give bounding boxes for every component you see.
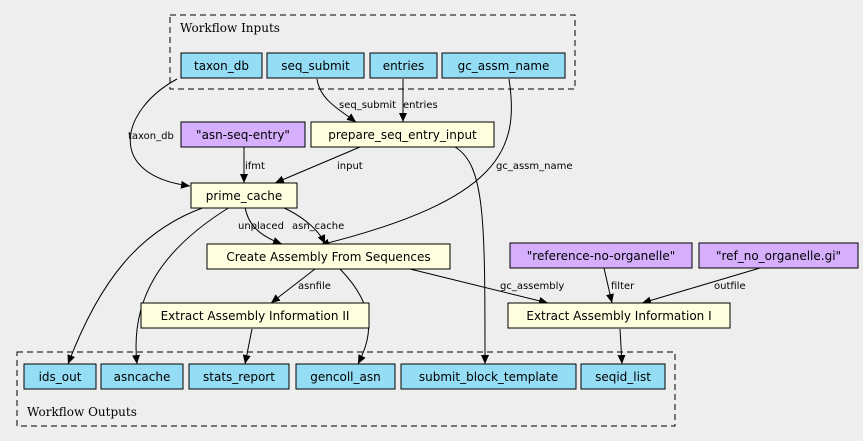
edge-asn-cache xyxy=(281,206,326,245)
edge-asnfile xyxy=(270,268,316,304)
constant-node-asn-seq-entry[interactable]: "asn-seq-entry" xyxy=(180,121,306,148)
step-node-prime-cache[interactable]: prime_cache xyxy=(190,182,298,209)
edge-label-taxon-db: taxon_db xyxy=(128,131,174,142)
edge-input xyxy=(274,146,361,184)
svg-text:asncache: asncache xyxy=(114,370,171,384)
input-nodes: taxon_db seq_submit entries gc_assm_name xyxy=(180,52,566,79)
edge-extract-i-to-seqid xyxy=(617,328,626,365)
output-node-gencoll-asn[interactable]: gencoll_asn xyxy=(295,363,396,390)
edge-unplaced xyxy=(244,206,283,245)
edge-label-entries: entries xyxy=(403,100,438,111)
workflow-outputs-label: Workflow Outputs xyxy=(27,405,137,419)
edge-label-asn-cache: asn_cache xyxy=(292,221,344,232)
edge-prime-to-asncache xyxy=(132,206,231,365)
edge-label-asnfile: asnfile xyxy=(298,281,331,292)
edge-filter xyxy=(603,267,614,304)
svg-text:seqid_list: seqid_list xyxy=(595,370,651,384)
edge-label-outfile: outfile xyxy=(714,281,746,292)
edge-extract-ii-to-stats xyxy=(242,328,253,365)
svg-text:stats_report: stats_report xyxy=(203,370,275,384)
svg-text:Create Assembly From Sequences: Create Assembly From Sequences xyxy=(226,250,430,264)
step-nodes: prepare_seq_entry_input prime_cache Crea… xyxy=(140,121,731,329)
svg-text:Extract Assembly Information I: Extract Assembly Information I xyxy=(526,309,711,323)
output-node-seqid-list[interactable]: seqid_list xyxy=(580,363,666,390)
input-node-taxon-db[interactable]: taxon_db xyxy=(180,52,263,79)
edge-label-filter: filter xyxy=(611,281,635,292)
workflow-inputs-cluster: Workflow Inputs xyxy=(169,14,576,90)
svg-text:"reference-no-organelle": "reference-no-organelle" xyxy=(527,249,675,263)
svg-text:gencoll_asn: gencoll_asn xyxy=(310,370,380,384)
edge-label-input: input xyxy=(337,161,363,172)
output-node-ids-out[interactable]: ids_out xyxy=(23,363,97,390)
svg-text:taxon_db: taxon_db xyxy=(194,59,249,73)
output-node-stats-report[interactable]: stats_report xyxy=(188,363,290,390)
svg-text:Extract Assembly Information I: Extract Assembly Information II xyxy=(161,309,350,323)
output-node-submit-block-template[interactable]: submit_block_template xyxy=(400,363,577,390)
edge-gc-assembly xyxy=(409,268,549,305)
edge-seq-submit xyxy=(316,78,357,123)
input-node-entries[interactable]: entries xyxy=(369,52,438,79)
edge-label-seq-submit: seq_submit xyxy=(339,100,396,111)
output-nodes: ids_out asncache stats_report gencoll_as… xyxy=(23,363,666,390)
edge-label-unplaced: unplaced xyxy=(238,221,284,232)
constant-nodes: "asn-seq-entry" "reference-no-organelle"… xyxy=(180,121,859,269)
svg-text:prepare_seq_entry_input: prepare_seq_entry_input xyxy=(328,128,477,142)
workflow-inputs-label: Workflow Inputs xyxy=(180,21,280,35)
output-node-asncache[interactable]: asncache xyxy=(100,363,184,390)
constant-node-ref-no-organelle-gi[interactable]: "ref_no_organelle.gi" xyxy=(698,242,859,269)
step-node-extract-info-ii[interactable]: Extract Assembly Information II xyxy=(140,302,370,329)
edge-label-gc-assembly: gc_assembly xyxy=(500,281,564,292)
step-node-extract-info-i[interactable]: Extract Assembly Information I xyxy=(507,302,731,329)
svg-text:entries: entries xyxy=(383,59,425,73)
step-node-prepare-seq-entry-input[interactable]: prepare_seq_entry_input xyxy=(310,121,495,148)
edge-taxon-db xyxy=(129,78,191,189)
svg-text:"ref_no_organelle.gi": "ref_no_organelle.gi" xyxy=(716,249,841,263)
workflow-outputs-cluster: Workflow Outputs xyxy=(16,351,676,427)
svg-text:"asn-seq-entry": "asn-seq-entry" xyxy=(196,128,290,142)
edge-prime-to-ids-out xyxy=(67,206,206,365)
constant-node-reference-no-organelle[interactable]: "reference-no-organelle" xyxy=(509,242,693,269)
edge-prepare-to-submit-block xyxy=(454,146,489,365)
svg-text:seq_submit: seq_submit xyxy=(281,59,350,73)
input-node-seq-submit[interactable]: seq_submit xyxy=(266,52,365,79)
step-node-create-assembly[interactable]: Create Assembly From Sequences xyxy=(206,243,451,270)
svg-text:ids_out: ids_out xyxy=(39,370,82,384)
edge-label-ifmt: ifmt xyxy=(245,161,265,172)
svg-text:prime_cache: prime_cache xyxy=(206,189,283,203)
input-node-gc-assm-name[interactable]: gc_assm_name xyxy=(441,52,566,79)
svg-text:submit_block_template: submit_block_template xyxy=(419,370,558,384)
edges xyxy=(67,78,761,365)
edge-labels: taxon_db seq_submit entries gc_assm_name… xyxy=(128,100,746,292)
edge-gc-assm-name xyxy=(319,78,512,247)
svg-text:gc_assm_name: gc_assm_name xyxy=(458,59,550,73)
edge-label-gc-assm-name: gc_assm_name xyxy=(496,161,573,172)
edge-outfile xyxy=(641,267,761,305)
